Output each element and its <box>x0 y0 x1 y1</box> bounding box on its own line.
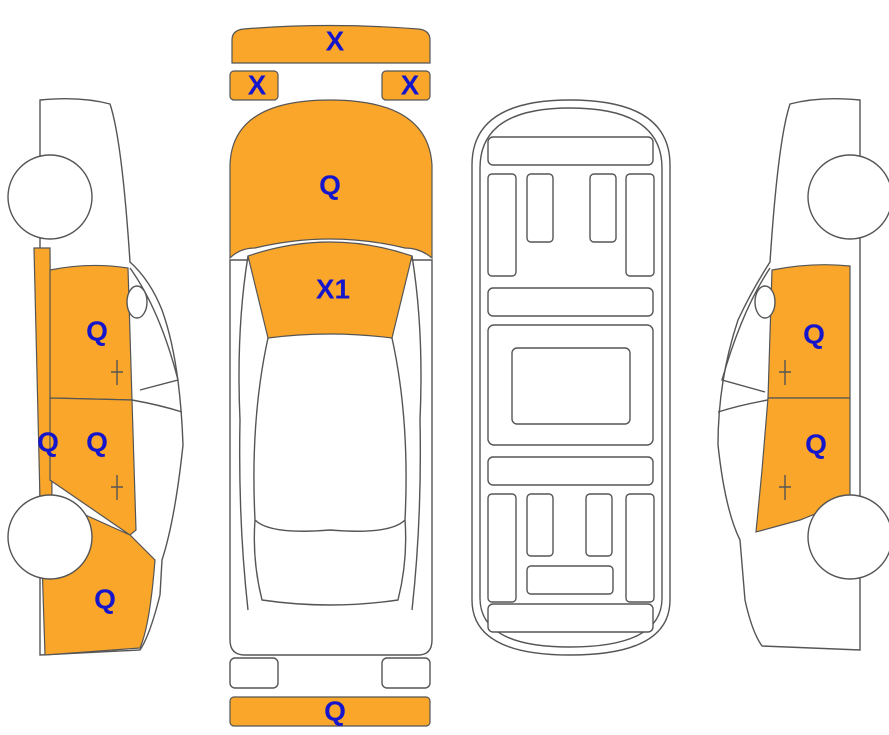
mirror-left-label: X <box>248 69 267 100</box>
underbody-front-right-block <box>589 173 617 243</box>
left-rear-wheel <box>7 494 93 580</box>
tail-light-right <box>381 657 431 689</box>
left-front-wheel <box>7 154 93 240</box>
left-side-mirror <box>126 285 148 319</box>
left-front-handle <box>111 360 123 385</box>
underbody-rear-right-block <box>585 493 613 557</box>
left-rear-door-panel[interactable] <box>49 397 137 536</box>
top-view: X X X Q X1 Q <box>229 24 433 727</box>
right-front-door-panel[interactable] <box>767 264 851 399</box>
underbody-front-right-rail <box>625 173 655 277</box>
mirror-left-panel[interactable] <box>229 70 279 101</box>
left-rear-handle <box>111 475 123 500</box>
windshield-panel[interactable] <box>247 241 413 339</box>
underbody-rear-right-rail <box>625 493 655 603</box>
right-rear-door-label: Q <box>805 428 827 459</box>
underbody-front-left-block <box>526 173 554 243</box>
left-side-window-line <box>129 267 179 391</box>
underbody-front-left-rail <box>487 173 517 277</box>
left-rear-door-label: Q <box>86 426 108 457</box>
rear-bumper-strip-label: Q <box>324 695 346 726</box>
left-side-belt-line <box>131 399 183 413</box>
right-side-window-line <box>721 267 771 393</box>
underbody-rear-crossmember <box>487 603 654 633</box>
rear-bumper-strip-panel[interactable] <box>229 696 431 727</box>
roof-strip-label: X <box>326 25 345 56</box>
left-rocker-panel[interactable] <box>33 247 53 501</box>
top-view-right-side-line <box>411 419 422 611</box>
mirror-right-label: X <box>401 69 420 100</box>
left-rocker-label: Q <box>37 426 59 457</box>
underbody-rear-left-rail <box>487 493 517 603</box>
underbody-rear-tray <box>526 565 614 595</box>
right-side-mirror <box>754 285 776 319</box>
underbody-mid-crossmember-2 <box>487 456 654 486</box>
right-side-view: Q Q <box>717 97 889 651</box>
tail-light-left <box>229 657 279 689</box>
right-front-wheel <box>807 154 889 240</box>
right-rear-handle <box>779 475 791 500</box>
right-front-handle <box>779 360 791 385</box>
mirror-right-panel[interactable] <box>381 70 431 101</box>
windshield-label: X1 <box>316 273 350 304</box>
left-rear-quarter-label: Q <box>94 583 116 614</box>
underbody-rear-left-block <box>526 493 554 557</box>
top-view-right-a-pillar <box>411 255 422 421</box>
top-view-cabin-outline <box>253 337 407 532</box>
top-view-left-side-line <box>238 419 249 611</box>
top-view-left-a-pillar <box>238 255 249 421</box>
hood-panel[interactable] <box>229 99 433 260</box>
underbody-inner-outline <box>479 107 663 648</box>
underbody-center-panel <box>511 347 631 425</box>
right-side-belt-line <box>717 399 769 413</box>
right-front-door-label: Q <box>803 318 825 349</box>
left-front-door-panel[interactable] <box>49 264 133 401</box>
top-view-body-outline <box>229 259 433 656</box>
right-rear-door-panel[interactable] <box>755 397 851 533</box>
underbody-front-crossmember <box>487 136 654 166</box>
roof-strip-panel[interactable] <box>231 24 431 64</box>
hood-label: Q <box>319 169 341 200</box>
left-front-door-label: Q <box>86 315 108 346</box>
left-side-view: Q Q Q Q <box>7 97 184 656</box>
underbody-mid-crossmember-1 <box>487 287 654 317</box>
right-rear-wheel <box>807 494 889 580</box>
top-view-rear-window <box>253 519 407 606</box>
underbody-view <box>471 99 671 656</box>
